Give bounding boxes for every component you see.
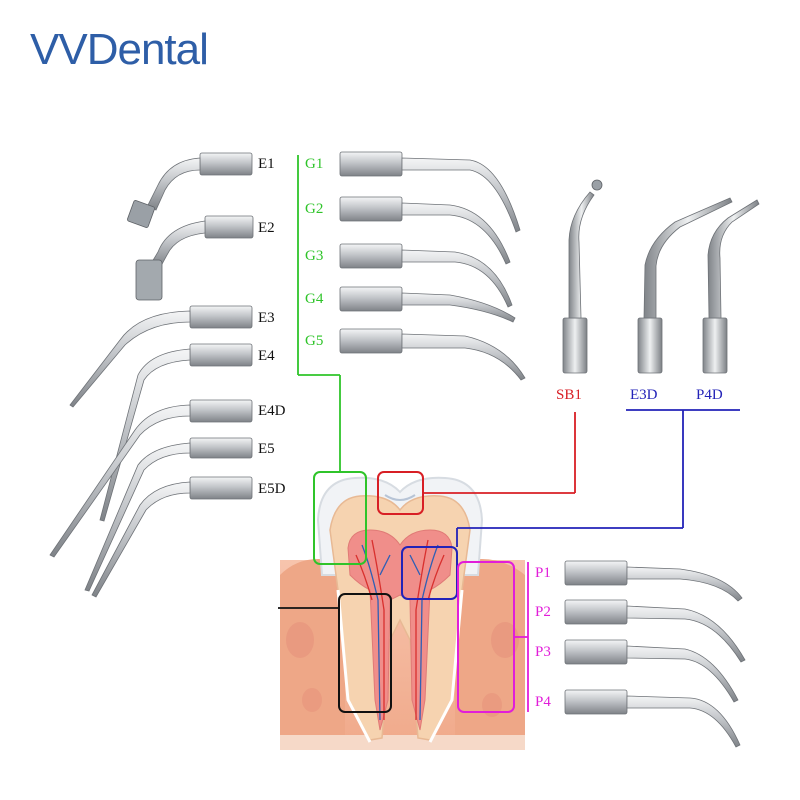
tip-p1-illustration	[564, 560, 743, 602]
label-p1: P1	[535, 565, 551, 581]
label-e4d: E4D	[258, 403, 286, 419]
bone-spot	[482, 693, 502, 717]
label-e5: E5	[258, 441, 275, 457]
tip-e2-illustration	[135, 215, 254, 301]
tip-e4d-illustration	[49, 399, 253, 558]
tip-e5d-illustration	[91, 476, 253, 598]
tip-e4-illustration	[99, 343, 253, 522]
tip-e3-illustration	[69, 305, 253, 408]
label-g3: G3	[305, 248, 324, 264]
label-p2: P2	[535, 604, 551, 620]
bone-spot	[302, 688, 322, 712]
pulp-chamber	[347, 529, 453, 731]
bone-spot	[286, 622, 314, 658]
label-p4d: P4D	[696, 387, 723, 403]
jaw-bottom-band	[280, 735, 525, 750]
gum-right	[455, 559, 525, 735]
bone-spot	[491, 622, 519, 658]
tip-g5-illustration	[339, 328, 526, 381]
tip-p4d-illustration	[702, 199, 760, 374]
label-sb1: SB1	[556, 387, 582, 403]
label-g5: G5	[305, 333, 324, 349]
magenta-connector	[514, 562, 529, 712]
label-g1: G1	[305, 156, 324, 172]
blue-connector	[456, 409, 740, 547]
label-e1: E1	[258, 156, 275, 172]
endo-root-region-box	[338, 593, 392, 713]
label-e2: E2	[258, 220, 275, 236]
tip-sb1-illustration	[562, 179, 603, 374]
crown-groove	[384, 494, 416, 501]
tooth-illustration	[280, 476, 525, 750]
tip-p3-illustration	[564, 639, 739, 703]
label-e3d: E3D	[630, 387, 658, 403]
tip-g1-illustration	[339, 151, 521, 233]
brand-logo: VVDental	[30, 25, 209, 74]
label-e4: E4	[258, 348, 275, 364]
label-p3: P3	[535, 644, 551, 660]
tip-p4-illustration	[564, 689, 741, 748]
red-connector	[423, 412, 576, 494]
tip-g3-illustration	[339, 243, 513, 308]
tip-p2-illustration	[564, 599, 746, 663]
tip-e5-illustration	[84, 437, 253, 592]
tip-g4-illustration	[339, 286, 516, 323]
tip-g2-illustration	[339, 196, 511, 265]
label-p4: P4	[535, 694, 551, 710]
root-outline-left	[336, 589, 372, 743]
tip-e3d-illustration	[637, 197, 733, 374]
green-connector	[297, 155, 341, 472]
label-e5d: E5D	[258, 481, 286, 497]
label-g2: G2	[305, 201, 324, 217]
tip-e1-illustration	[127, 152, 253, 228]
label-e3: E3	[258, 310, 275, 326]
label-g4: G4	[305, 291, 324, 307]
